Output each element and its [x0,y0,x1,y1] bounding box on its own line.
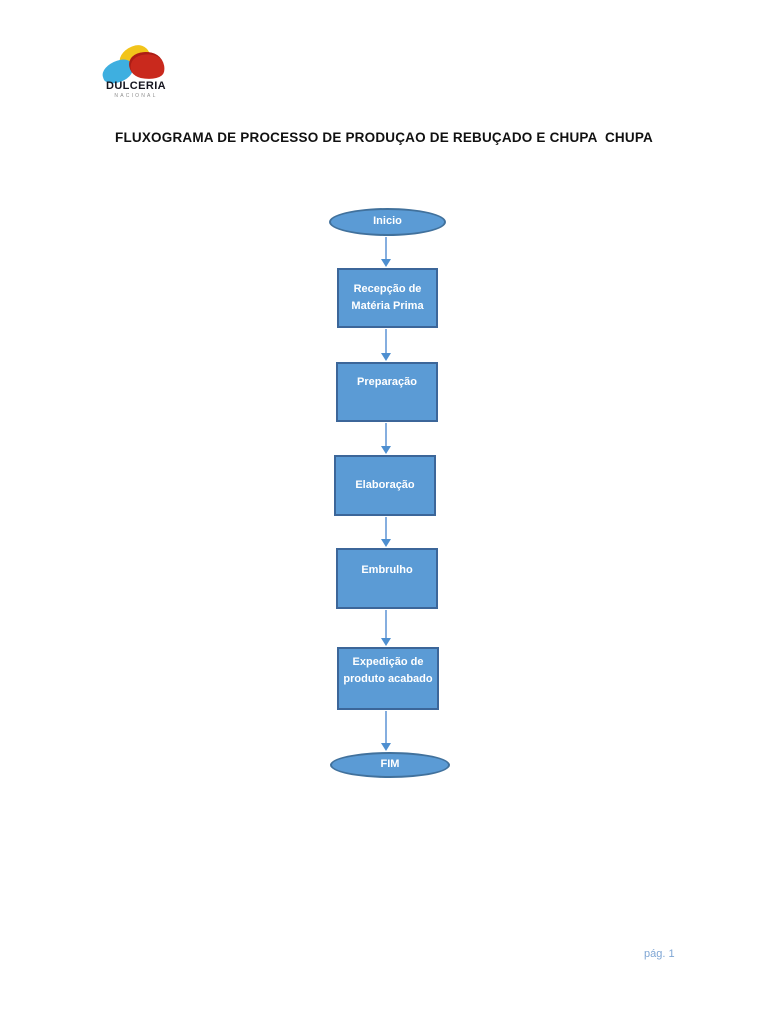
arrow-down-icon [381,329,391,361]
arrow-head [381,353,391,361]
flowchart-node-expedicao: Expedição de produto acabado [337,647,439,710]
arrow-shaft [385,610,387,639]
arrow-shaft [385,517,387,540]
arrow-head [381,743,391,751]
arrow-down-icon [381,423,391,454]
page-number: pág. 1 [644,948,675,960]
arrow-shaft [385,329,387,354]
arrow-shaft [385,237,387,260]
flowchart-node-end: FIM [330,752,450,778]
arrow-shaft [385,711,387,744]
flowchart-node-elaboracao: Elaboração [334,455,436,516]
flowchart-node-preparacao: Preparação [336,362,438,422]
dulceria-logo: DULCERIA NACIONAL [99,42,170,104]
arrow-down-icon [381,517,391,547]
logo-subbrand-text: NACIONAL [114,93,158,99]
arrow-head [381,638,391,646]
page-title: FLUXOGRAMA DE PROCESSO DE PRODUÇAO DE RE… [115,130,653,145]
arrow-down-icon [381,711,391,751]
arrow-head [381,446,391,454]
flowchart-node-embrulho: Embrulho [336,548,438,609]
arrow-head [381,539,391,547]
flowchart-node-recepcao: Recepção de Matéria Prima [337,268,438,328]
arrow-down-icon [381,237,391,267]
arrow-head [381,259,391,267]
arrow-shaft [385,423,387,447]
arrow-down-icon [381,610,391,646]
logo-brand-text: DULCERIA [105,80,167,92]
flowchart-node-start: Inicio [329,208,446,236]
